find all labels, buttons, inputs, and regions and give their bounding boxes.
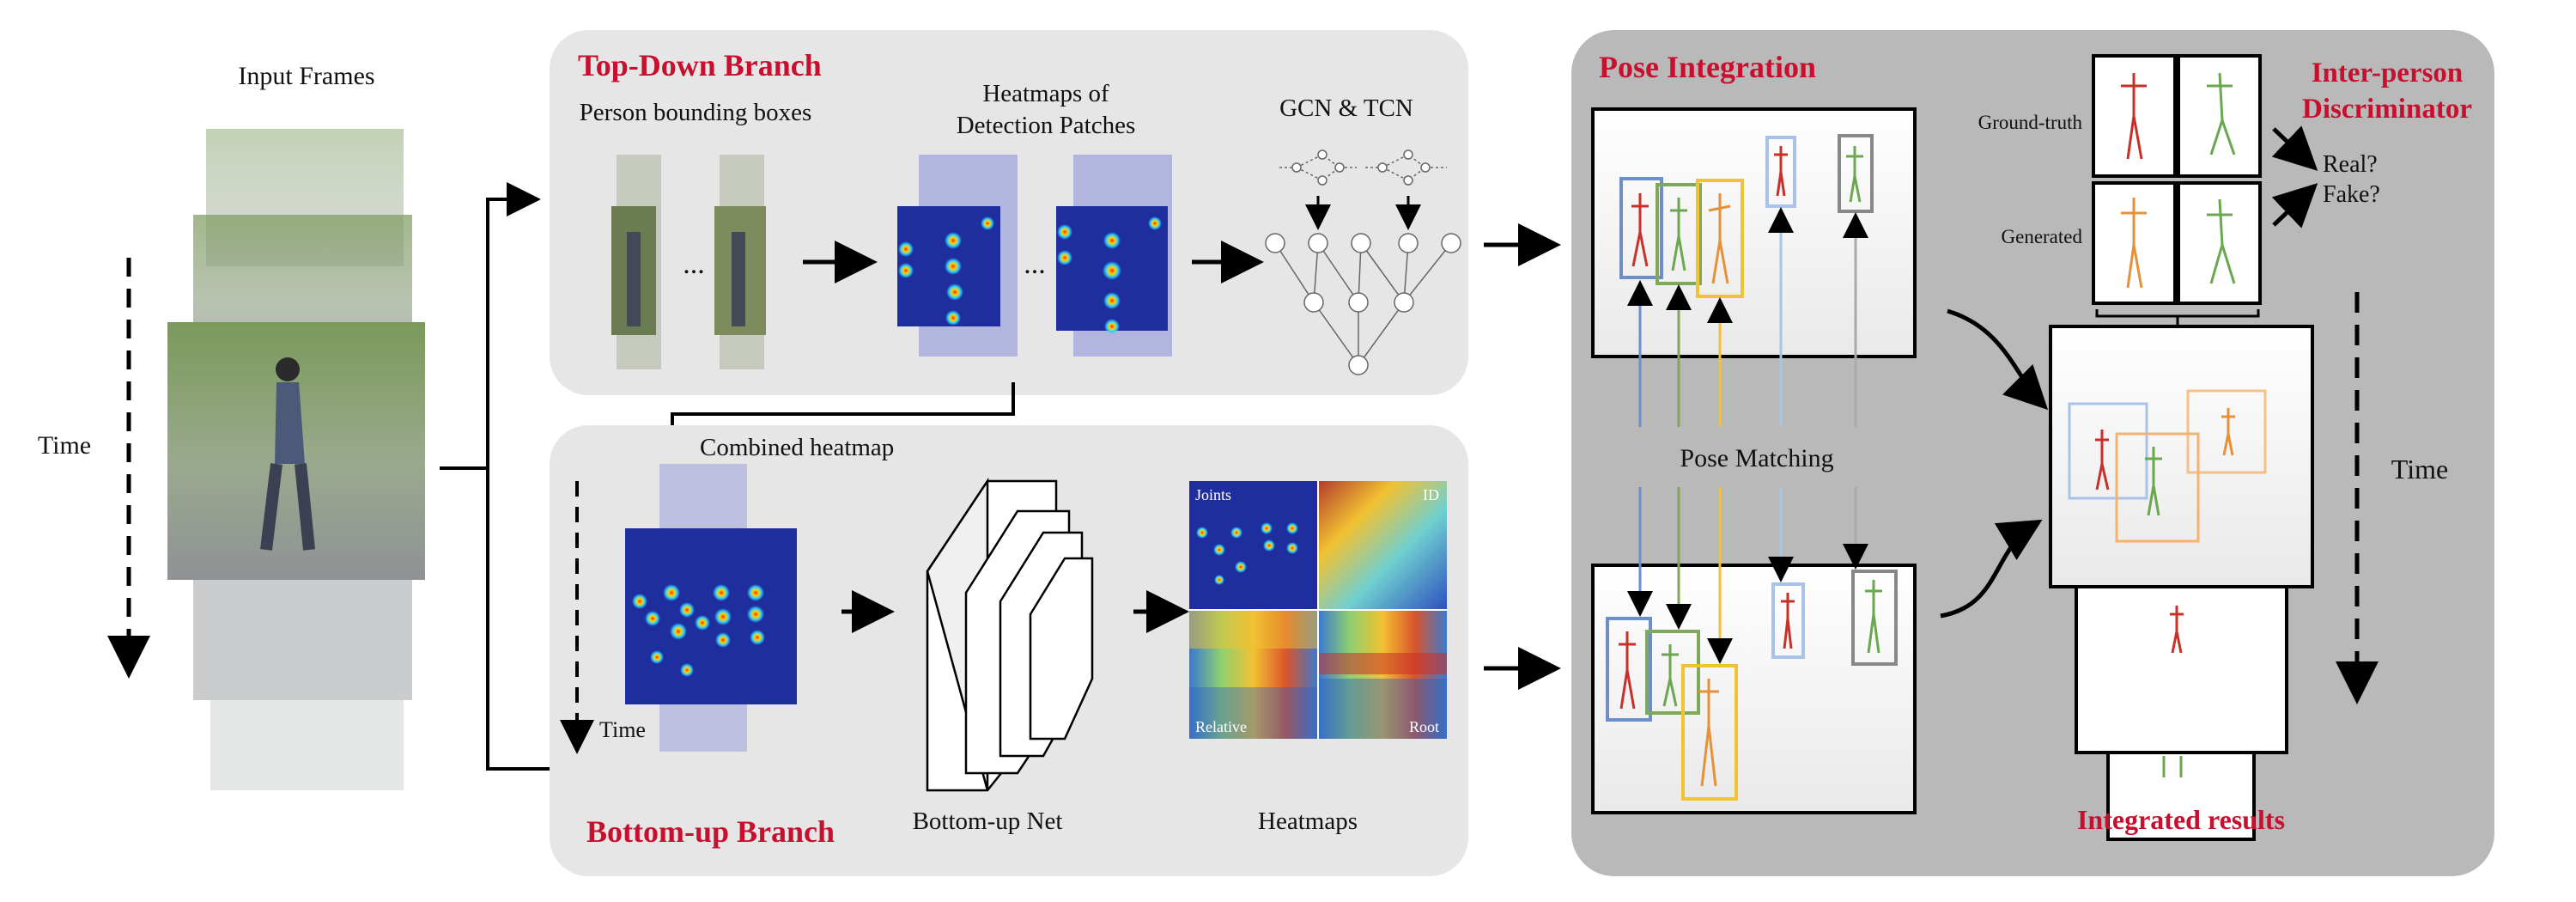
id-label: ID: [1423, 486, 1439, 503]
fake-label: Fake?: [2323, 181, 2380, 208]
detection-heatmap-1: [897, 155, 1018, 357]
bottom-up-heatmaps: Joints ID Relative Root: [1189, 481, 1447, 739]
ellipsis: ...: [1024, 248, 1046, 280]
arrow-to-fake: [2271, 183, 2318, 229]
ground-truth-label: Ground-truth: [1978, 112, 2083, 133]
frame-photo: [210, 700, 404, 790]
id-heatmap: [1318, 481, 1447, 610]
arrow-topdown-to-result: [1947, 308, 2049, 411]
discriminator-title-line1: Inter-person: [2312, 58, 2464, 88]
detection-heatmap-2: [1056, 155, 1172, 357]
integration-title: Pose Integration: [1599, 50, 1816, 84]
walking-person: [260, 357, 315, 551]
heatmaps-label-line1: Heatmaps of: [982, 80, 1109, 107]
integrated-results-label: Integrated results: [2077, 804, 2285, 835]
bbox-stack-2: [714, 155, 766, 369]
bbox-label: Person bounding boxes: [580, 99, 812, 126]
pose-matching-lines: [1627, 207, 1868, 664]
discriminator-samples: [2092, 54, 2262, 326]
discriminator-title-line2: Discriminator: [2302, 94, 2472, 125]
time-label: Time: [38, 431, 91, 460]
integration-time-label: Time: [2391, 454, 2448, 485]
arrow-bottomup-to-result: [1940, 519, 2043, 619]
input-frames-label: Input Frames: [238, 62, 374, 90]
joints-label: Joints: [1195, 486, 1231, 503]
arrow-to-real: [2271, 125, 2318, 171]
input-frames: Input Frames Time: [38, 62, 425, 790]
pose-matching-label: Pose Matching: [1680, 444, 1833, 472]
bbox-stack-1: [611, 155, 661, 369]
real-label: Real?: [2323, 151, 2378, 178]
ellipsis: ...: [683, 248, 705, 280]
top-down-title: Top-Down Branch: [578, 48, 822, 82]
combined-heatmap: [625, 464, 797, 752]
bottom-up-title: Bottom-up Branch: [586, 814, 835, 849]
bottom-up-net: [926, 477, 1094, 792]
root-label: Root: [1409, 718, 1439, 735]
combined-time-label: Time: [599, 717, 646, 742]
generated-label: Generated: [2002, 226, 2083, 247]
combined-heatmap-label: Combined heatmap: [700, 434, 894, 461]
gcn-tcn-graph: [1265, 149, 1461, 375]
relative-label: Relative: [1195, 718, 1247, 735]
gcn-label: GCN & TCN: [1279, 94, 1413, 122]
bu-heatmaps-label: Heatmaps: [1258, 808, 1358, 835]
heatmaps-label-line2: Detection Patches: [957, 112, 1136, 139]
net-label: Bottom-up Net: [913, 808, 1063, 835]
frame-photo: [193, 580, 412, 700]
integrated-results-stack: [2049, 325, 2314, 841]
